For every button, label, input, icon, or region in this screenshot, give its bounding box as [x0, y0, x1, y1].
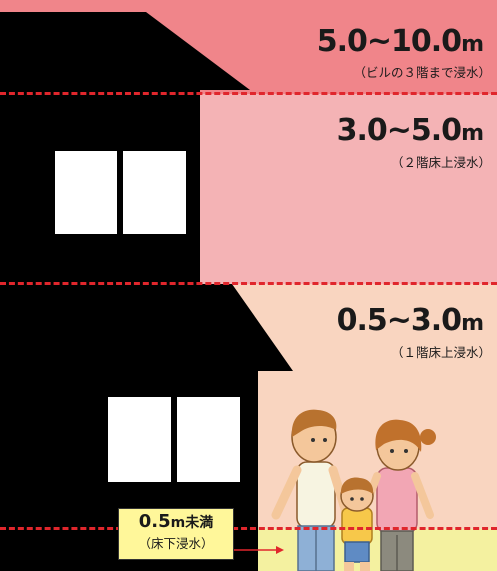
level-line-5m	[0, 92, 497, 95]
level-4-note: （床下浸水）	[138, 536, 214, 551]
level-3-note: （１階床上浸水）	[390, 345, 491, 360]
window-lower-right	[177, 397, 240, 482]
level-line-3m	[0, 282, 497, 285]
family-illustration	[271, 409, 436, 571]
level-2-note: （２階床上浸水）	[390, 155, 491, 170]
level-1-note: （ビルの３階まで浸水）	[353, 65, 491, 80]
level-line-0-5m	[0, 527, 497, 530]
label-pointer-arrowhead	[276, 546, 284, 554]
window-upper-right	[123, 151, 186, 234]
father-figure	[271, 409, 351, 571]
level-4-range-label: 0.5m未満	[138, 511, 214, 532]
child-figure	[340, 477, 374, 571]
level-3-range-label: 0.5~3.0m	[336, 303, 484, 338]
mother-figure	[358, 419, 436, 571]
house-silhouette	[0, 12, 293, 571]
level-2-range-label: 3.0~5.0m	[336, 113, 484, 148]
level-1-range-label: 5.0~10.0m	[316, 24, 484, 59]
window-upper-left	[55, 151, 117, 234]
window-lower-left	[108, 397, 171, 482]
level-4-label-box: 0.5m未満 （床下浸水）	[118, 508, 234, 560]
